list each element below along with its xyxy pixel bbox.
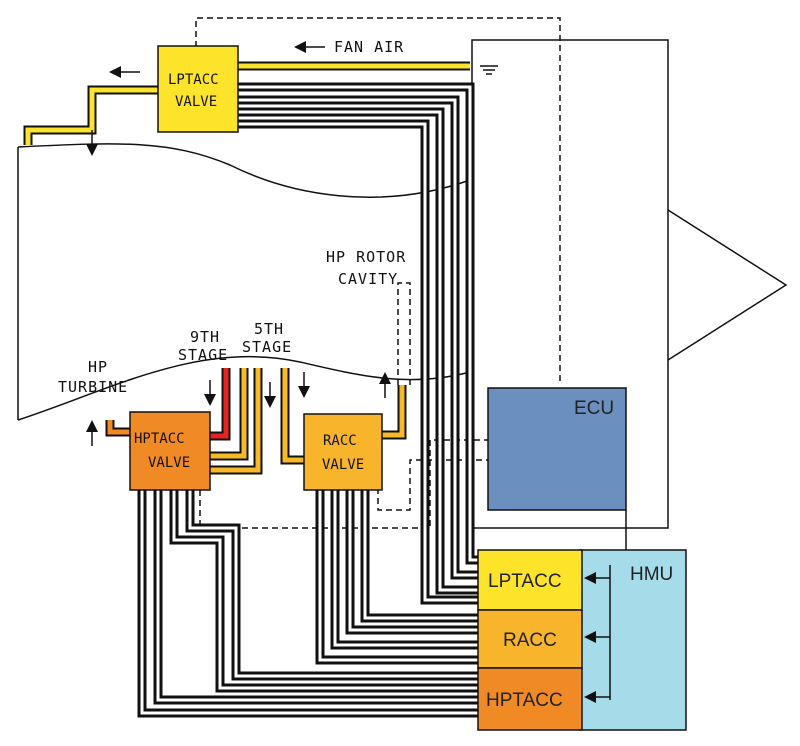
- hmu-slot-lptacc: [477, 549, 583, 611]
- racc-valve: RACC VALVE: [303, 413, 383, 491]
- cavity-label: CAVITY: [338, 270, 398, 288]
- stage5-word-label: STAGE: [242, 338, 292, 356]
- fan-air-duct: [23, 61, 470, 156]
- hptacc-valve-line2: VALVE: [148, 455, 190, 471]
- ecu-label: ECU: [574, 398, 614, 419]
- flow-arrows: [86, 372, 391, 446]
- hmu-slot-lptacc-label: LPTACC: [488, 571, 562, 592]
- stage9-word-label: STAGE: [178, 346, 228, 364]
- hmu-slot-racc-label: RACC: [503, 630, 557, 651]
- hptacc-valve: HPTACC VALVE: [129, 411, 211, 491]
- fan-air-label: FAN AIR: [334, 38, 404, 56]
- hptacc-valve-line1: HPTACC: [134, 431, 185, 447]
- hmu-block: HMU LPTACC RACC HPTACC: [477, 549, 687, 731]
- hmu-slot-hptacc: [477, 667, 583, 731]
- hmu-slot-racc: [477, 609, 583, 669]
- valve-signal-tubes: [137, 490, 480, 718]
- stage9-number-label: 9TH: [190, 328, 220, 346]
- turbine-label: TURBINE: [58, 378, 128, 396]
- stage5-number-label: 5TH: [254, 320, 284, 338]
- hmu-slot-hptacc-label: HPTACC: [486, 690, 563, 711]
- lptacc-valve-line2: VALVE: [175, 94, 217, 110]
- ecu-block: ECU: [487, 387, 627, 550]
- lptacc-valve: LPTACC VALVE: [157, 45, 239, 133]
- hp-rotor-label: HP ROTOR: [326, 248, 406, 266]
- lptacc-valve-line1: LPTACC: [168, 72, 219, 88]
- racc-valve-line1: RACC: [323, 433, 357, 449]
- hmu-label: HMU: [630, 564, 673, 585]
- hp-label: HP: [88, 358, 108, 376]
- bleed-air-tubes: [105, 368, 407, 475]
- diagram-labels: FAN AIR HP ROTOR CAVITY 9TH STAGE 5TH ST…: [58, 38, 406, 396]
- racc-valve-line2: VALVE: [322, 457, 364, 473]
- lptacc-signal-tubes: [238, 82, 480, 605]
